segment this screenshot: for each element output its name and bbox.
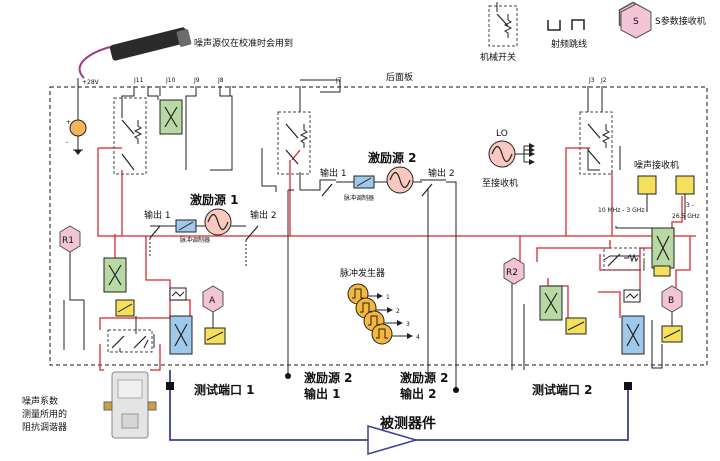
band-low-label: 10 MHz - 3 GHz [598, 207, 644, 214]
noise-source-note: 噪声源仅在校准时会用到 [194, 37, 293, 49]
coupler-r1 [103, 257, 127, 293]
legend-s-param-receiver-label: S参数接收机 [655, 15, 706, 27]
tuner-label-1: 噪声系数 [22, 395, 58, 407]
r2-label: R2 [506, 268, 518, 278]
legend-rf-jumper [547, 19, 585, 31]
switch-block-port2 [603, 247, 645, 271]
pulse-out-1: 1 [386, 294, 390, 301]
receiver-r1 [59, 225, 81, 286]
pulse-gen-label: 脉冲发生器 [340, 267, 385, 279]
coupler-port2 [621, 315, 645, 355]
load-port1 [169, 287, 187, 301]
svg-text:-: - [66, 139, 68, 146]
src2-out1-label-b: 输出 1 [304, 386, 341, 401]
legend-mech-switch-label: 机械开关 [480, 51, 516, 63]
source1-pulse-mod: 脉冲调制器 [180, 236, 210, 244]
coupler-noise-receiver [651, 227, 675, 269]
attenuator-b [661, 325, 683, 343]
band-high-label-b: 26.5 GHz [672, 213, 700, 220]
j11-label: J11 [133, 77, 144, 84]
legend-mech-switch [488, 2, 518, 47]
src2-out2-label-b: 输出 2 [400, 386, 437, 401]
j3-label: J3 [588, 77, 595, 84]
switch-block-tuner [107, 329, 153, 353]
attenuator-r2 [565, 317, 587, 335]
source2-out2: 输出 2 [428, 167, 455, 179]
rear-panel-label: 后面板 [386, 71, 413, 83]
impedance-tuner [103, 371, 157, 439]
pulse-out-3: 3 [406, 321, 410, 328]
pulse-out-2: 2 [396, 308, 400, 315]
source1-block [149, 208, 259, 266]
src2-out2-label-a: 激励源 2 [400, 370, 449, 385]
source1-out2: 输出 2 [250, 209, 277, 221]
r1-label: R1 [62, 236, 74, 246]
switch-block-j8 [277, 111, 311, 175]
rear-panel-boundary [49, 86, 708, 366]
source1-title: 激励源 1 [190, 192, 239, 207]
source2-out1: 输出 1 [320, 167, 347, 179]
receiver-b [661, 285, 683, 326]
legend-s-param-receiver: S [618, 1, 652, 39]
receiver-a [202, 285, 224, 328]
src2-out1-label-a: 激励源 2 [304, 370, 353, 385]
lo-block [488, 140, 535, 168]
noise-source-driver: + - [66, 78, 87, 155]
source2-title: 激励源 2 [368, 150, 417, 165]
j10-label: J10 [165, 77, 176, 84]
attenuator-r1 [115, 299, 135, 317]
lo-label: LO [496, 129, 508, 139]
s-badge-text: S [633, 17, 639, 27]
switch-block-j3 [579, 111, 613, 175]
band-high-label-a: 3 - [686, 202, 694, 209]
noise-receiver-label: 噪声接收机 [634, 159, 679, 171]
coupler-j10 [159, 99, 183, 135]
receiver-r2 [503, 257, 525, 285]
j8-label: J8 [217, 77, 224, 84]
j9-label: J9 [193, 77, 200, 84]
attenuator-noise-rx [653, 265, 671, 277]
b-label: B [668, 296, 674, 306]
tuner-label-3: 阻抗调谐器 [22, 421, 67, 433]
attenuator-a [204, 327, 226, 345]
noise-source-device [78, 27, 192, 79]
dut-path [166, 370, 632, 441]
switch-block-j11 [113, 97, 147, 175]
tuner-label-2: 测量所用的 [22, 408, 67, 420]
svg-text:+: + [66, 119, 71, 126]
a-label: A [209, 296, 216, 306]
red-signal-paths [97, 147, 696, 371]
dut-label: 被测器件 [380, 415, 436, 432]
pulse-out-4: 4 [416, 334, 420, 341]
load-port2 [623, 289, 641, 303]
supply-label: +28V [82, 79, 100, 86]
coupler-port1 [169, 315, 193, 355]
source1-out1: 输出 1 [144, 209, 171, 221]
legend-rf-jumper-label: 射频跳线 [551, 38, 587, 50]
test-port-2-label: 测试端口 2 [532, 382, 593, 397]
noise-receiver-filters [637, 175, 695, 220]
test-port-1-label: 测试端口 1 [194, 382, 255, 397]
source2-block [321, 166, 433, 197]
source2-pulse-mod: 脉冲调制器 [344, 194, 374, 202]
dut-amplifier-icon [367, 425, 419, 455]
black-wiring [63, 79, 677, 392]
to-receiver-label: 至接收机 [482, 177, 518, 189]
pulse-generator [347, 283, 413, 345]
j2-label: J2 [600, 77, 607, 84]
coupler-r2 [539, 285, 563, 321]
